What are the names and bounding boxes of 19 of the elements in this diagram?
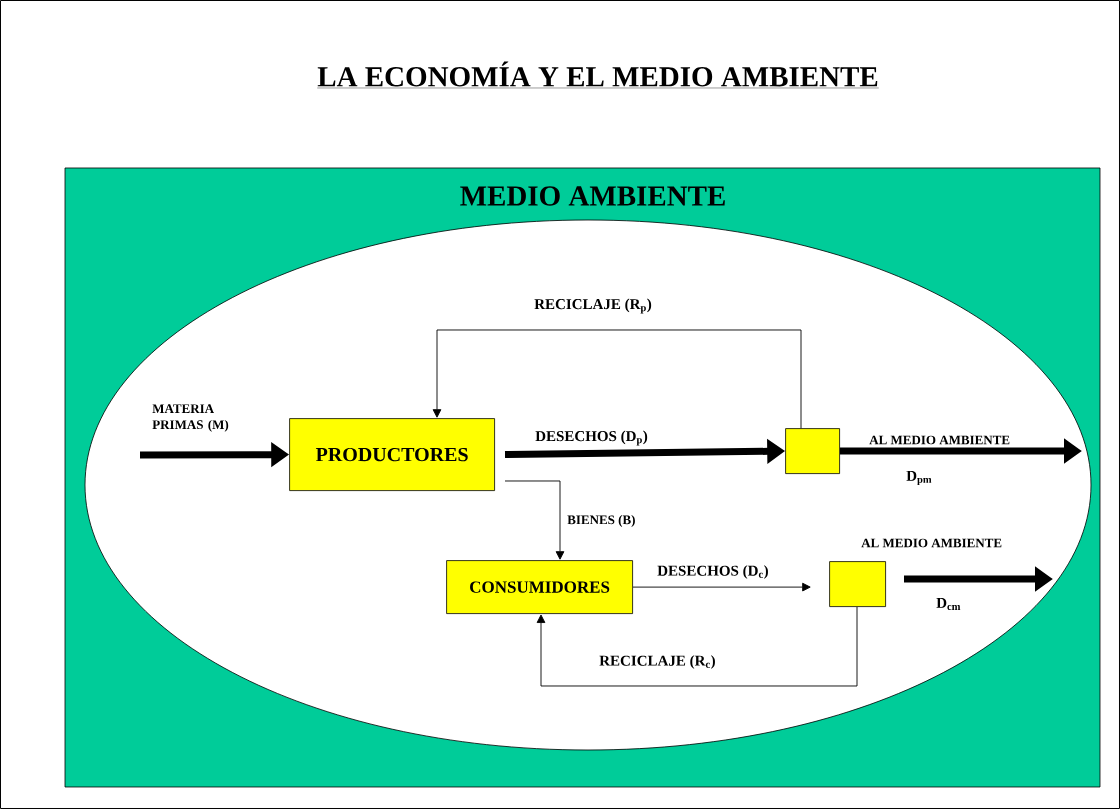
- process-box: [785, 428, 840, 474]
- title: LA ECONOMÍA Y EL MEDIO AMBIENTE: [317, 61, 879, 89]
- process-box: [829, 561, 886, 607]
- arrow: [632, 582, 811, 592]
- arrow: [536, 606, 858, 687]
- arrow: [432, 329, 802, 429]
- process-box: PRODUCTORES: [289, 418, 495, 491]
- edge-label: DESECHOS (D$_{c}$): [657, 565, 768, 579]
- flow-symbol: D$_{pm}$: [906, 470, 932, 486]
- edge-label: RECICLAJE (R$_{c}$): [599, 655, 715, 669]
- edge-label: MATERIA PRIMAS (M): [152, 404, 229, 432]
- arrow: [504, 480, 565, 560]
- edge-label: AL MEDIO AMBIENTE: [869, 435, 1010, 445]
- edge-label: RECICLAJE (R$_{p}$): [534, 298, 652, 314]
- edge-label: DESECHOS (D$_{p}$): [535, 430, 648, 446]
- flow-symbol: D$_{cm}$: [936, 597, 961, 611]
- process-box: CONSUMIDORES: [446, 560, 633, 614]
- edge-label: AL MEDIO AMBIENTE: [861, 538, 1002, 548]
- edge-label: BIENES (B): [567, 515, 635, 527]
